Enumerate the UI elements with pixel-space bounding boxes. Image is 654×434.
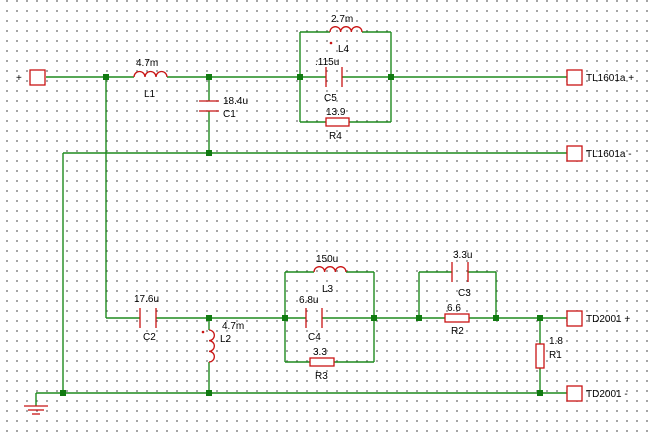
c3-value: 3.3u — [453, 250, 472, 261]
junction-dot — [493, 315, 499, 321]
inductor-coil-icon — [313, 266, 347, 273]
r4-ref: R4 — [329, 131, 342, 142]
capacitor-plates-icon — [199, 100, 219, 112]
c1-value: 18.4u — [223, 96, 248, 107]
c5-ref: C5 — [324, 93, 337, 104]
polarity-dot — [201, 330, 205, 334]
c3-ref: C3 — [458, 288, 471, 299]
l4-ref: L4 — [338, 44, 350, 55]
junction-dot — [416, 315, 422, 321]
l3-ref: L3 — [322, 284, 334, 295]
junction-dot — [206, 150, 212, 156]
l4-value: 2.7m — [331, 14, 353, 25]
capacitor-c5: .115u C5 — [315, 57, 343, 104]
junction-dot — [371, 315, 377, 321]
resistor-box-icon — [325, 117, 350, 127]
capacitor-c1: 18.4u C1 — [199, 96, 248, 120]
input-port: + — [16, 69, 46, 86]
tl-plus-port: TL1601a + — [566, 69, 634, 86]
junction-dot — [388, 74, 394, 80]
junctions — [60, 74, 543, 396]
l3-value: 150u — [316, 254, 338, 265]
junction-dot — [282, 315, 288, 321]
capacitor-c3: 3.3u C3 — [451, 250, 472, 299]
junction-dot — [537, 315, 543, 321]
r1-ref: R1 — [549, 350, 562, 361]
td-minus-label: TD2001 - — [586, 389, 628, 400]
inductor-l4: 2.7m L4 — [329, 14, 363, 55]
capacitor-plates-icon — [451, 262, 469, 282]
resistor-r1: 1.8 R1 — [535, 336, 563, 369]
c2-ref: C2 — [143, 332, 156, 343]
junction-dot — [206, 390, 212, 396]
tl-minus-label: TL1601a - — [586, 149, 632, 160]
inductor-coil-icon — [329, 26, 363, 33]
port-terminal-icon — [566, 310, 583, 327]
inductor-l2: 4.7m L2 — [201, 321, 244, 363]
r4-value: 13.9 — [326, 107, 346, 118]
input-port-label: + — [16, 73, 22, 84]
port-terminal-icon — [566, 145, 583, 162]
r1-value: 1.8 — [549, 336, 563, 347]
resistor-r3: 3.3 R3 — [309, 347, 335, 382]
r3-value: 3.3 — [313, 347, 327, 358]
junction-dot — [206, 315, 212, 321]
resistor-r2: 6.6 R2 — [444, 303, 470, 337]
junction-dot — [537, 390, 543, 396]
r2-value: 6.6 — [447, 303, 461, 314]
junction-dot — [103, 74, 109, 80]
capacitor-c2: 17.6u C2 — [134, 294, 159, 343]
junction-dot — [206, 74, 212, 80]
ground-symbol-icon — [24, 405, 48, 415]
l1-ref: L1 — [144, 89, 156, 100]
l1-value: 4.7m — [136, 58, 158, 69]
junction-dot — [297, 74, 303, 80]
port-terminal-icon — [566, 385, 583, 402]
c1-ref: C1 — [223, 109, 236, 120]
polarity-dot — [329, 41, 333, 45]
capacitor-c4: 6.8u C4 — [299, 295, 323, 343]
junction-dot — [60, 390, 66, 396]
capacitor-plates-icon — [305, 308, 323, 328]
c4-value: 6.8u — [299, 295, 318, 306]
c5-value: .115u — [315, 57, 339, 68]
port-terminal-icon — [566, 69, 583, 86]
r3-ref: R3 — [315, 371, 328, 382]
td-plus-port: TD2001 + — [566, 310, 630, 327]
inductor-coil-icon — [208, 329, 215, 363]
resistor-r4: 13.9 R4 — [325, 107, 350, 142]
td-plus-label: TD2001 + — [586, 314, 630, 325]
tl-plus-label: TL1601a + — [586, 73, 634, 84]
wires — [35, 31, 567, 406]
resistor-box-icon — [535, 343, 545, 369]
c2-value: 17.6u — [134, 294, 159, 305]
inductor-coil-icon — [133, 70, 168, 78]
r2-ref: R2 — [451, 326, 464, 337]
inductor-l3: 150u L3 — [313, 254, 347, 295]
capacitor-plates-icon — [325, 67, 343, 87]
capacitor-plates-icon — [139, 308, 157, 328]
inductor-l1: 4.7m L1 — [133, 58, 168, 100]
l2-ref: L2 — [220, 334, 232, 345]
resistor-box-icon — [309, 357, 335, 367]
resistor-box-icon — [444, 313, 470, 323]
c4-ref: C4 — [308, 332, 321, 343]
port-terminal-icon — [29, 69, 46, 86]
l2-value: 4.7m — [222, 321, 244, 332]
td-minus-port: TD2001 - — [566, 385, 628, 402]
tl-minus-port: TL1601a - — [566, 145, 632, 162]
